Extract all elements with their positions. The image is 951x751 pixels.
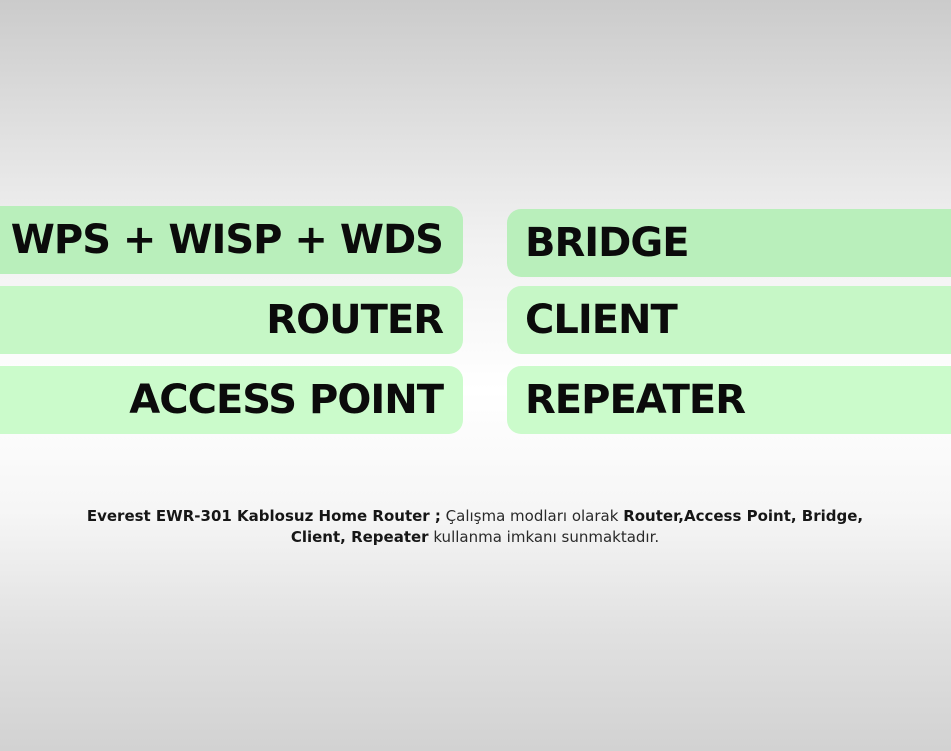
mode-label-text: ROUTER [266,297,444,343]
mode-label-text: REPEATER [525,377,746,423]
description-product-name: Everest EWR-301 Kablosuz Home Router ; [86,507,441,525]
mode-label-text: CLIENT [525,297,678,343]
mode-label-client: CLIENT [507,286,951,354]
mode-label-access-point: ACCESS POINT [0,366,463,434]
description-mode-list: Router,Access Point, Bridge, Client, Rep… [290,507,864,546]
mode-label-repeater: REPEATER [507,366,951,434]
description-text: Çalışma modları olarak [440,507,624,525]
mode-label-router: ROUTER [0,286,463,354]
mode-label-bridge: BRIDGE [507,209,951,277]
mode-label-wps-wisp-wds: WPS + WISP + WDS [0,206,463,274]
description-text-end: kullanma imkanı sunmaktadır. [428,528,660,546]
mode-label-text: WPS + WISP + WDS [10,217,444,263]
mode-label-text: ACCESS POINT [129,377,444,423]
mode-label-text: BRIDGE [525,220,690,266]
product-description: Everest EWR-301 Kablosuz Home Router ; Ç… [75,506,875,548]
